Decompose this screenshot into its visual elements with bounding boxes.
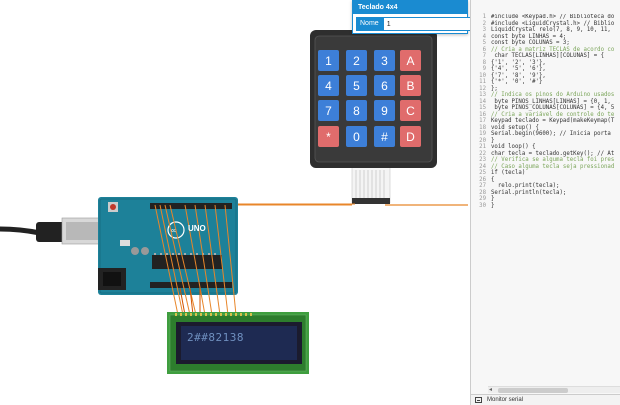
code-lines[interactable]: #include <Keypad.h> // Biblioteca do#inc…	[491, 14, 620, 209]
code-line[interactable]: char TECLAS[LINHAS][COLUNAS] = {	[491, 53, 604, 59]
code-line[interactable]: const byte COLUNAS = 3;	[491, 40, 570, 46]
keypad-key[interactable]: 3	[374, 50, 395, 71]
name-row: Nome	[353, 14, 482, 31]
serial-monitor-label: Monitor serial	[487, 397, 524, 403]
code-line[interactable]: relo.print(tecla);	[491, 183, 560, 189]
keypad-key[interactable]: D	[400, 126, 421, 147]
keypad-key[interactable]: 9	[374, 100, 395, 121]
line-number: 3	[482, 27, 486, 33]
code-line[interactable]: #include <Keypad.h> // Biblioteca do	[491, 14, 615, 20]
keypad-key[interactable]: 4	[318, 75, 339, 96]
line-number: 30	[479, 202, 486, 209]
line-number: 17	[479, 118, 486, 124]
code-line[interactable]: {'4', '5', '6'},	[491, 66, 546, 72]
line-number: 5	[482, 40, 486, 46]
horizontal-scrollbar[interactable]: ◂	[488, 386, 620, 393]
keypad-key[interactable]: 7	[318, 100, 339, 121]
line-number: 24	[479, 163, 486, 170]
keypad-key[interactable]: C	[400, 100, 421, 121]
code-line[interactable]: Serial.println(tecla);	[491, 189, 567, 196]
line-number: 7	[482, 53, 486, 59]
code-line[interactable]: // Cria a matriz TECLAS de acordo co	[491, 46, 615, 53]
keypad-key[interactable]: 1	[318, 50, 339, 71]
code-line[interactable]: Serial.begin(9600); // Inicia porta	[491, 131, 611, 137]
line-number: 22	[479, 150, 486, 157]
code-line[interactable]: // Caso alguma tecla seja pressionad	[491, 163, 615, 170]
line-number: 9	[482, 66, 486, 72]
serial-monitor-button[interactable]: Monitor serial	[471, 394, 620, 405]
line-number: 14	[479, 98, 486, 105]
line-number: 28	[479, 189, 486, 196]
lcd-display-text: 2##82138	[187, 331, 244, 344]
code-line[interactable]: LiquidCrystal relo(7, 8, 9, 10, 11,	[491, 27, 611, 33]
line-number: 29	[479, 196, 486, 202]
code-line[interactable]: // Verifica se alguma tecla foi pres	[491, 157, 615, 163]
keypad-key[interactable]: A	[400, 50, 421, 71]
line-number: 15	[479, 105, 486, 111]
name-label: Nome	[356, 17, 383, 31]
keypad-key[interactable]: 2	[346, 50, 367, 71]
line-number: 2	[482, 20, 486, 27]
scrollbar-thumb[interactable]	[498, 388, 568, 393]
code-line[interactable]: }	[491, 137, 495, 144]
line-number: 10	[479, 72, 486, 79]
line-number: 25	[479, 170, 486, 176]
keypad-key[interactable]: #	[374, 126, 395, 147]
code-line[interactable]: void setup() {	[491, 124, 539, 131]
line-number: 8	[482, 59, 486, 66]
code-line[interactable]: const byte LINHAS = 4;	[491, 33, 567, 40]
code-line[interactable]: {'7', '8', '9'},	[491, 72, 546, 79]
line-number: 19	[479, 131, 486, 137]
code-line[interactable]: {'1', '2', '3'},	[491, 59, 546, 66]
line-number: 11	[479, 79, 486, 85]
keypad-key[interactable]: *	[318, 126, 339, 147]
line-number: 12	[479, 85, 486, 92]
keypad-key[interactable]: 0	[346, 126, 367, 147]
code-line[interactable]: // Cria a variável de controle do te	[491, 111, 615, 118]
code-line[interactable]: Keypad teclado = Keypad(makeKeymap(T	[491, 118, 615, 124]
line-number: 26	[479, 176, 486, 183]
keypad-key[interactable]: 6	[374, 75, 395, 96]
code-line[interactable]: byte PINOS_COLUNAS[COLUNAS] = {4, 5	[491, 105, 615, 111]
code-line[interactable]: }	[491, 196, 495, 202]
scroll-left-icon[interactable]: ◂	[489, 387, 493, 393]
line-number: 6	[482, 46, 486, 53]
code-line[interactable]: // Indica os pinos do Arduino usados	[491, 92, 615, 98]
circuit-drawing: ∞	[0, 30, 468, 374]
code-line[interactable]: byte PINOS_LINHAS[LINHAS] = {0, 1,	[491, 98, 611, 105]
code-line[interactable]: {	[491, 176, 495, 183]
svg-text:∞: ∞	[171, 226, 177, 235]
line-number: 18	[479, 124, 486, 131]
line-number: 13	[479, 92, 486, 98]
line-number: 20	[479, 137, 486, 144]
terminal-icon	[475, 397, 482, 403]
line-number: 1	[482, 14, 486, 20]
properties-title: Teclado 4x4	[353, 1, 467, 14]
line-number: 16	[479, 111, 486, 118]
code-line[interactable]: if (tecla)	[491, 170, 526, 176]
keypad-key[interactable]: 5	[346, 75, 367, 96]
name-input[interactable]	[382, 17, 482, 31]
line-number: 23	[479, 157, 486, 163]
line-number: 27	[479, 183, 486, 189]
properties-panel: Teclado 4x4 Nome	[352, 0, 482, 34]
code-line[interactable]: }	[491, 202, 495, 209]
keypad-key[interactable]: B	[400, 75, 421, 96]
keypad-key[interactable]: 8	[346, 100, 367, 121]
code-line[interactable]: };	[491, 85, 498, 92]
circuit-canvas[interactable]: ∞ 1 2 3 A 4 5	[0, 0, 470, 405]
line-number: 21	[479, 144, 486, 150]
code-line[interactable]: void loop() {	[491, 144, 536, 150]
arduino-label: UNO	[188, 224, 206, 233]
line-number: 4	[482, 33, 486, 40]
code-line[interactable]: char tecla = teclado.getKey(); // At	[491, 150, 615, 157]
code-line[interactable]: {'*', '0', '#'}	[491, 79, 543, 85]
code-line[interactable]: #include <LiquidCrystal.h> // Biblio	[491, 20, 615, 27]
